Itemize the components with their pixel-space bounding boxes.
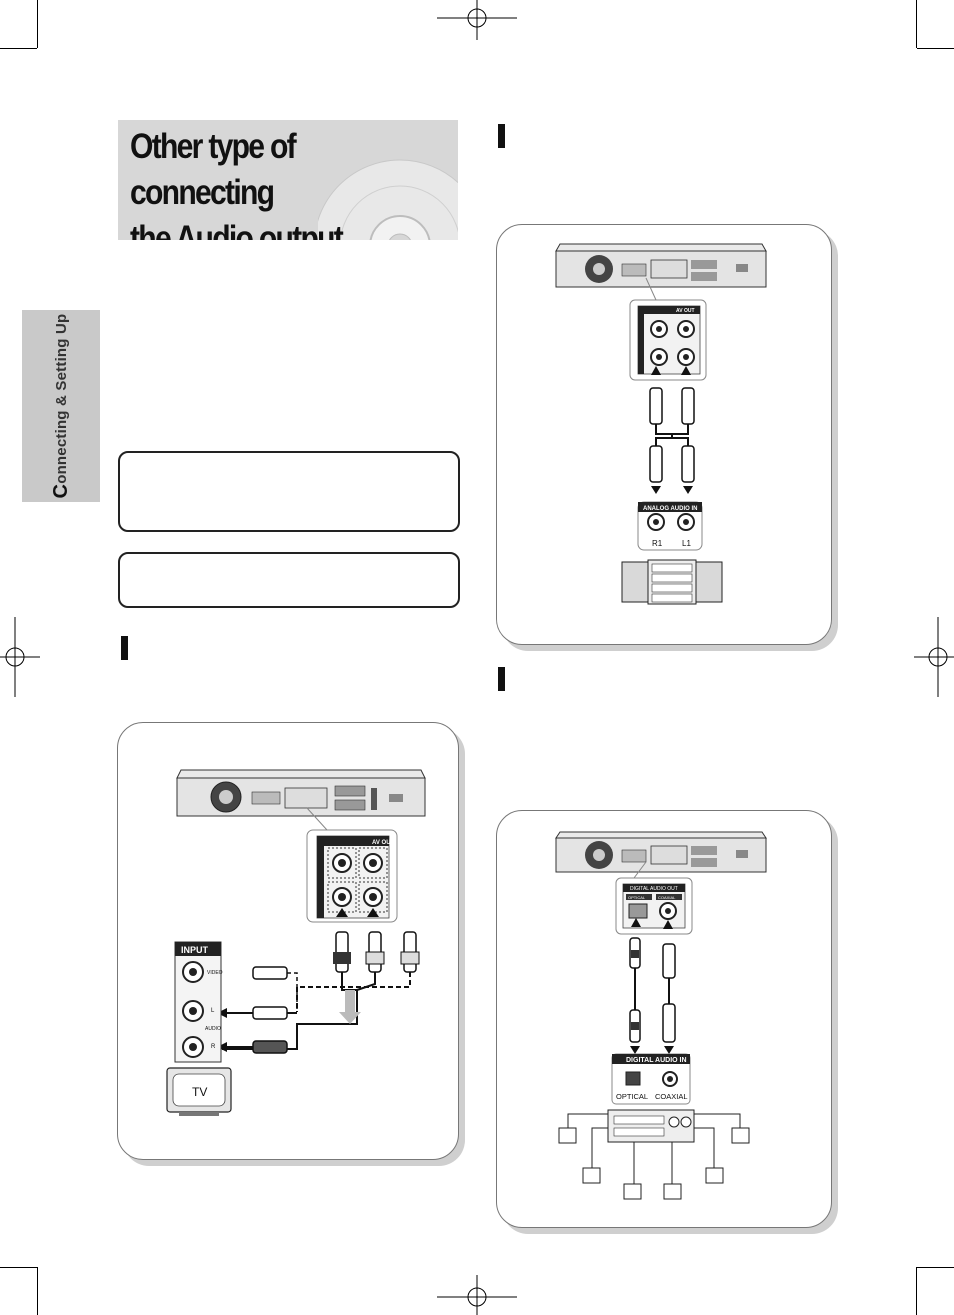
section-marker-tv <box>121 636 128 660</box>
audio-label: AUDIO <box>205 1026 221 1032</box>
r1-label: R1 <box>652 539 663 548</box>
input-jack-icon <box>182 961 204 1058</box>
tv-icon <box>166 1067 232 1116</box>
registration-mark-left <box>0 617 40 697</box>
diagram-tv-connection: AV OUT INPUT VID <box>166 769 426 1116</box>
speaker-layout-icon <box>558 1113 750 1200</box>
r-label: R <box>211 1044 216 1050</box>
crop-mark <box>37 1267 38 1315</box>
crop-mark <box>917 1267 954 1268</box>
section-marker-stereo <box>498 124 505 148</box>
diagram-digital-connection: DIGITAL AUDIO OUT OPTICAL COAXIAL DIGITA… <box>555 831 767 1200</box>
disc-graphic-icon <box>318 159 458 240</box>
coaxial-label: COAXIAL <box>655 1092 688 1101</box>
recorder-rear-icon <box>555 831 767 873</box>
crop-mark <box>917 48 954 49</box>
crop-mark <box>0 48 37 49</box>
tv-label: TV <box>192 1085 207 1099</box>
recorder-rear-icon <box>555 243 767 288</box>
crop-mark <box>37 0 38 48</box>
digital-in-port-icon <box>625 1071 678 1087</box>
section-marker-digital <box>498 667 505 691</box>
optical-label: OPTICAL <box>616 1092 648 1101</box>
digital-cable-icon <box>629 937 676 1043</box>
registration-mark-bottom <box>437 1275 517 1315</box>
video-label: VIDEO <box>207 970 223 976</box>
digital-out-label: DIGITAL AUDIO OUT <box>630 886 678 892</box>
crop-mark <box>916 0 917 48</box>
tv-side-plugs-icon <box>252 966 298 1054</box>
av-out-jack-icon <box>650 320 695 366</box>
rca-cable-icon <box>649 387 695 483</box>
diagram-stereo-connection: AV OUT ANALOG AUDIO IN R1 L1 <box>555 243 767 605</box>
crop-mark <box>916 1267 917 1315</box>
optical-small-label: OPTICAL <box>628 895 646 900</box>
note-box-1 <box>118 451 460 532</box>
analog-in-jack-icon <box>647 513 695 531</box>
side-tab-initial: C <box>49 483 72 499</box>
registration-mark-top <box>437 0 517 40</box>
stereo-system-icon <box>621 559 723 605</box>
avout-label: AV OUT <box>676 308 695 314</box>
side-tab-rest: onnecting & Setting Up <box>52 313 70 484</box>
page-title-box: Other type of connecting the Audio outpu… <box>118 120 458 240</box>
avout-label: AV OUT <box>372 840 395 846</box>
l1-label: L1 <box>682 539 691 548</box>
recorder-rear-icon <box>176 769 426 817</box>
page-title-line2: the Audio output cable <box>130 219 344 240</box>
page-title: Other type of connecting the Audio outpu… <box>130 124 414 240</box>
digital-in-label: DIGITAL AUDIO IN <box>626 1057 687 1064</box>
rca-plug-icon <box>333 931 420 973</box>
page-title-line1: Other type of connecting <box>130 127 297 212</box>
crop-mark <box>0 1267 37 1268</box>
digital-out-port-icon <box>628 902 677 920</box>
registration-mark-right <box>914 617 954 697</box>
av-receiver-icon <box>607 1109 695 1143</box>
note-box-2 <box>118 552 460 608</box>
coaxial-small-label: COAXIAL <box>658 895 676 900</box>
input-label: INPUT <box>181 945 209 955</box>
av-out-jack-icon <box>332 853 383 907</box>
analog-in-label: ANALOG AUDIO IN <box>643 506 697 512</box>
l-label: L <box>211 1008 215 1014</box>
